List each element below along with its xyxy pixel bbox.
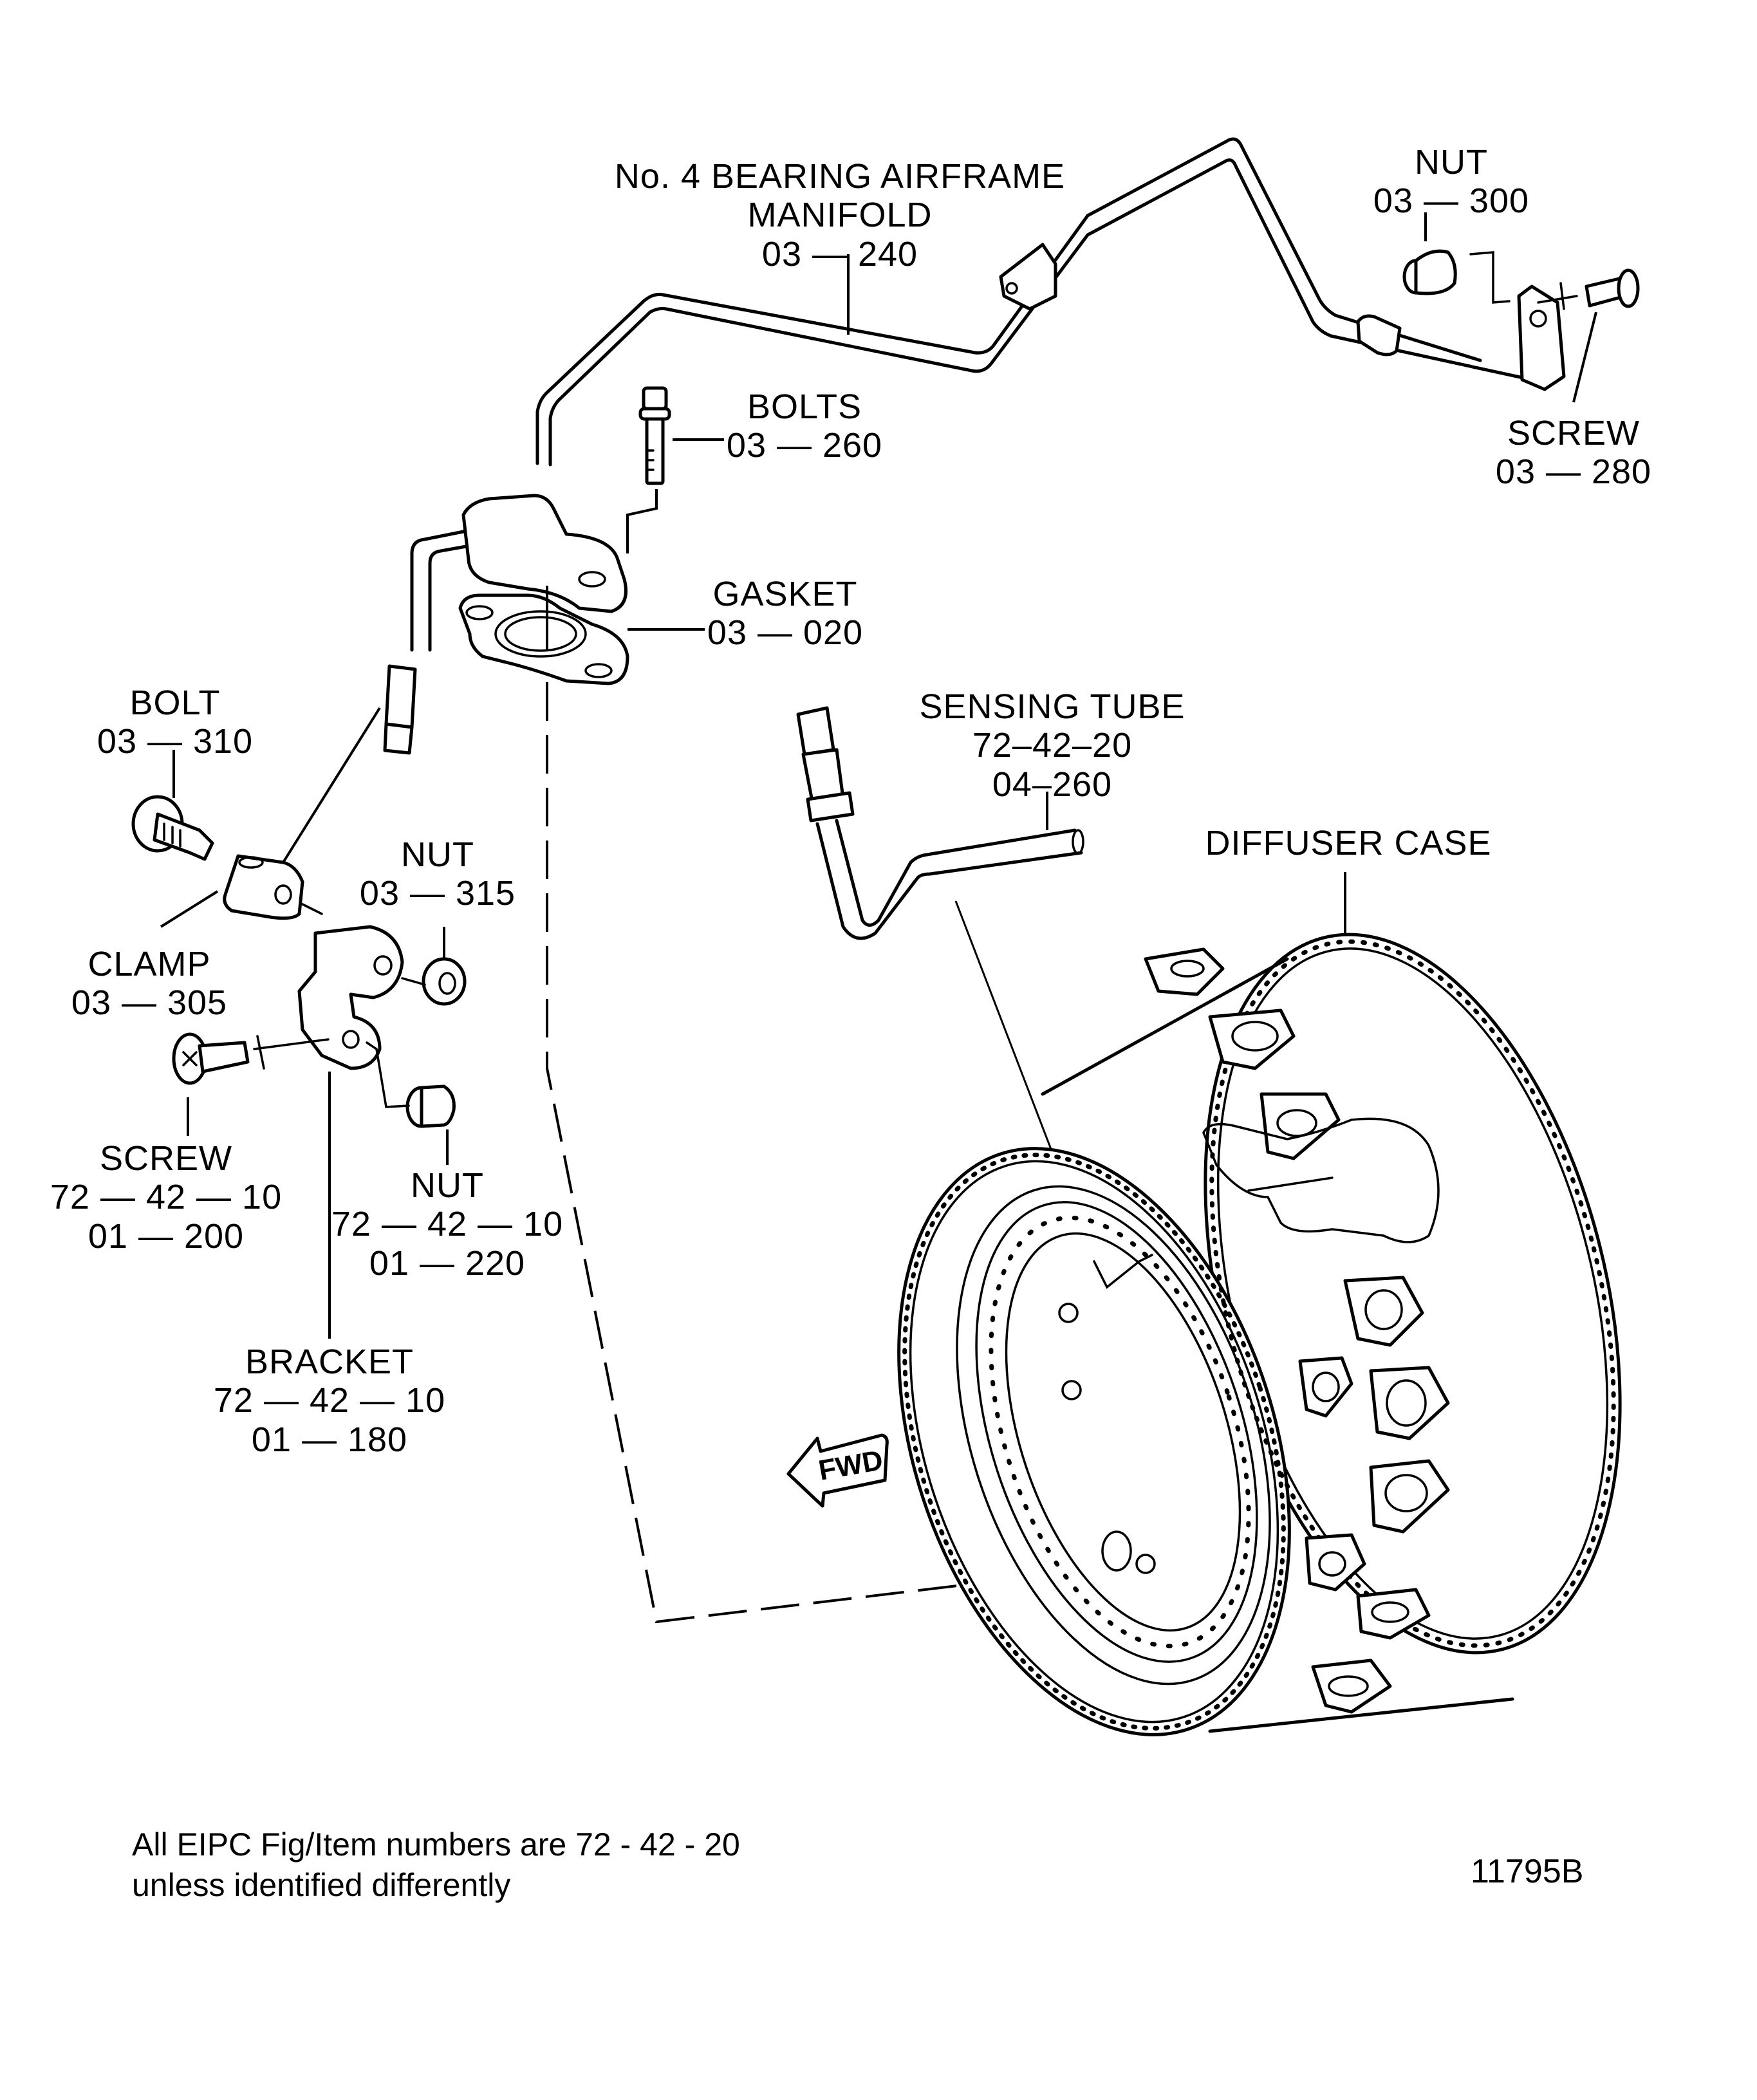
callout-fig-number: 72 — 42 — 10 xyxy=(213,1381,446,1420)
callout-name: NUT xyxy=(1415,143,1488,181)
callout-clamp-305: CLAMP 03 — 305 xyxy=(71,945,227,1023)
figure-number: 11795B xyxy=(1471,1853,1584,1890)
gasket-to-case-line xyxy=(546,682,1140,1624)
callout-item-number: 03 — 280 xyxy=(1495,452,1652,492)
callout-item-number: 03 — 305 xyxy=(71,983,228,1023)
callout-name: SCREW xyxy=(1507,414,1640,452)
callout-name: BRACKET xyxy=(245,1343,414,1381)
callout-fig-number: 72–42–20 xyxy=(972,726,1133,765)
clamp-part xyxy=(160,854,323,928)
diffuser-case-part xyxy=(897,872,1622,1736)
callout-item-number: 01 — 200 xyxy=(88,1216,245,1256)
callout-item-number: 03 — 300 xyxy=(1373,181,1530,221)
callout-item-number: 01 — 180 xyxy=(251,1420,408,1459)
bolt-310-part xyxy=(131,750,214,861)
callout-name: NUT xyxy=(411,1166,484,1205)
bracket-part xyxy=(297,925,404,1339)
callout-name: SENSING TUBE xyxy=(919,687,1185,726)
callout-sensing-tube: SENSING TUBE 72–42–20 04–260 xyxy=(919,687,1185,804)
callout-name: BOLT xyxy=(129,683,221,722)
manifold-lower-end xyxy=(282,664,417,864)
callout-fig-number: 72 — 42 — 10 xyxy=(50,1178,283,1217)
callout-name: CLAMP xyxy=(88,945,211,983)
callout-bracket-180: BRACKET 72 — 42 — 10 01 — 180 xyxy=(214,1343,445,1459)
callout-name: No. 4 BEARING AIRFRAME xyxy=(614,157,1066,196)
callout-name: SCREW xyxy=(100,1139,232,1178)
callout-item-number: 01 — 220 xyxy=(369,1243,526,1283)
manifold-tube xyxy=(410,137,1566,652)
callout-diffuser-case: DIFFUSER CASE xyxy=(1205,824,1491,862)
callout-name: BOLTS xyxy=(747,387,862,426)
screw-200-part xyxy=(172,1032,330,1136)
callout-screw-200: SCREW 72 — 42 — 10 01 — 200 xyxy=(50,1139,282,1256)
figure-footnote: All EIPC Fig/Item numbers are 72 - 42 - … xyxy=(132,1825,740,1905)
gasket-part xyxy=(458,586,629,685)
callout-fig-number: 72 — 42 — 10 xyxy=(331,1205,564,1244)
footnote-line-1: All EIPC Fig/Item numbers are 72 - 42 - … xyxy=(132,1826,740,1863)
nut-220-part xyxy=(366,1041,456,1165)
callout-item-number: 03 — 240 xyxy=(761,234,918,274)
callout-item-number: 03 — 310 xyxy=(97,722,254,761)
callout-manifold: No. 4 BEARING AIRFRAME MANIFOLD 03 — 240 xyxy=(615,157,1065,274)
callout-nut-315: NUT 03 — 315 xyxy=(360,835,516,913)
callout-item-number: 04–260 xyxy=(992,765,1113,804)
callout-screw-280: SCREW 03 — 280 xyxy=(1496,414,1651,492)
callout-name: MANIFOLD xyxy=(747,196,933,235)
callout-name: DIFFUSER CASE xyxy=(1205,824,1492,862)
screw-280-part xyxy=(1537,268,1640,403)
callout-item-number: 03 — 260 xyxy=(726,426,883,465)
forward-direction-arrow: FWD xyxy=(786,1433,889,1508)
callout-name: NUT xyxy=(401,835,474,874)
callout-name: GASKET xyxy=(712,575,858,613)
nut-300-part xyxy=(1402,212,1511,304)
footnote-line-2: unless identified differently xyxy=(132,1866,511,1903)
callout-gasket-020: GASKET 03 — 020 xyxy=(707,575,863,653)
nut-315-part xyxy=(401,927,467,1006)
callout-item-number: 03 — 315 xyxy=(359,874,516,913)
callout-nut-220: NUT 72 — 42 — 10 01 — 220 xyxy=(331,1166,563,1283)
callout-bolts-260: BOLTS 03 — 260 xyxy=(727,387,882,465)
callout-nut-300: NUT 03 — 300 xyxy=(1373,143,1529,221)
bolts-part xyxy=(626,386,671,553)
callout-item-number: 03 — 020 xyxy=(707,613,864,653)
callout-bolt-310: BOLT 03 — 310 xyxy=(97,683,253,761)
